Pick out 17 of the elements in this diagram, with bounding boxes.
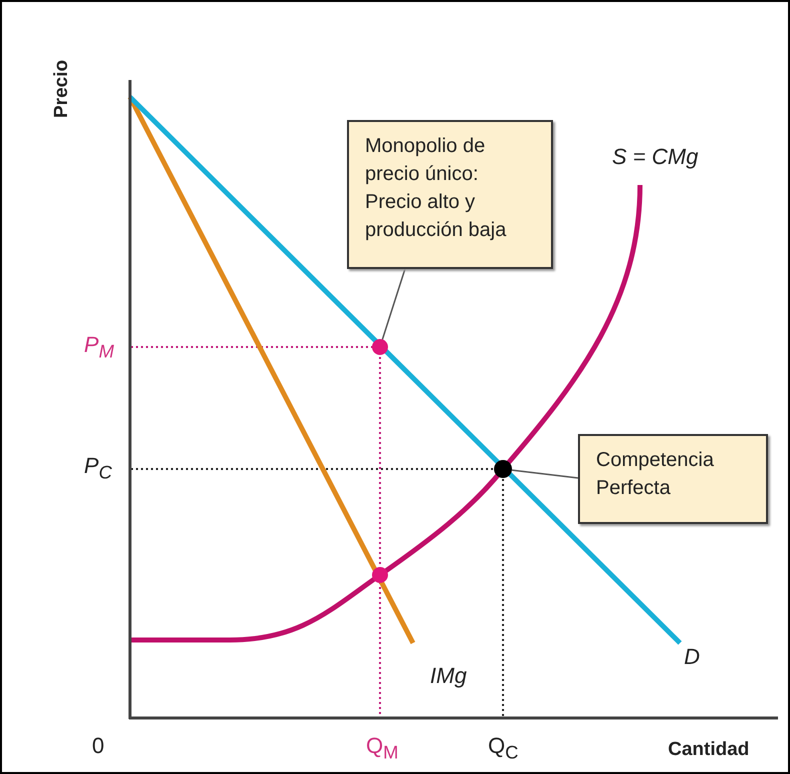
quantity-label: Q$_{C}$ xyxy=(488,735,518,762)
callout-box: Competencia Perfecta xyxy=(578,434,768,524)
callout-box: Monopolio de precio único: Precio alto y producción baja xyxy=(347,120,553,269)
price-label: P$_{M}$ xyxy=(84,334,114,361)
curve-label: S = CMg xyxy=(612,146,698,168)
equilibrium-dot xyxy=(494,460,512,478)
leader-line xyxy=(382,268,406,340)
quantity-label: Q$_{M}$ xyxy=(366,735,398,762)
equilibrium-dot xyxy=(372,339,388,355)
price-label: P$_{C}$ xyxy=(84,455,112,482)
curve-label: IMg xyxy=(430,665,467,687)
origin-label: 0 xyxy=(92,735,104,757)
curve-label: D xyxy=(684,646,700,668)
axis-title: Cantidad xyxy=(668,740,750,759)
leader-line xyxy=(512,469,578,479)
axis-title: Precio xyxy=(52,60,71,118)
equilibrium-dot xyxy=(372,567,388,583)
